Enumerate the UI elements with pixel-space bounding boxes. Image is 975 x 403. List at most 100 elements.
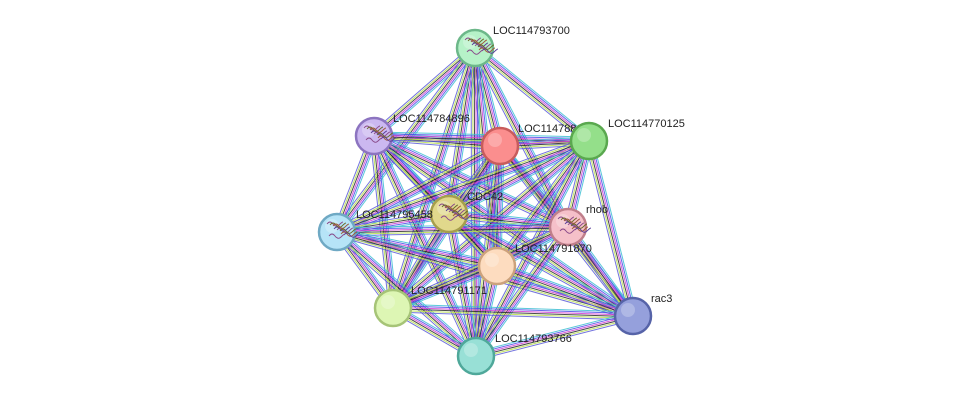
edge-evidence-line [499,143,593,269]
edge-evidence-line [337,142,590,235]
node-LOC114791171[interactable]: LOC114791171 [373,285,487,328]
edge-evidence-line [393,305,634,315]
protein-structure-icon [464,37,499,55]
edge-evidence-line [587,141,633,317]
edge-evidence-line [452,213,481,356]
edge-LOC114770125-rac3 [584,139,638,318]
node-circle[interactable] [455,28,495,68]
edge-evidence-line [388,46,472,307]
edge-evidence-line [334,142,499,229]
edge-evidence-line [476,46,571,227]
edge-LOC114791171-rac3 [392,303,634,321]
edge-evidence-line [497,141,591,267]
edge-evidence-line [448,215,568,230]
edge-evidence-line [372,45,474,135]
node-circle[interactable] [373,288,413,328]
edge-evidence-line [337,146,501,234]
node-highlight [577,128,591,142]
edge-evidence-line [447,214,476,357]
edge-evidence-line [476,45,591,140]
edge-evidence-line [449,209,569,224]
edge-evidence-line [449,212,569,227]
edge-evidence-line [392,309,633,319]
node-circle[interactable] [429,194,469,234]
edge-evidence-line [478,229,572,359]
node-highlight [485,253,499,267]
edge-evidence-line [371,44,473,134]
node-LOC114770125[interactable]: LOC114770125 [569,118,685,161]
protein-structure-icon [363,125,398,143]
edge-evidence-line [335,136,588,229]
edge-evidence-line [475,46,590,141]
edge-evidence-line [498,142,592,268]
edge-evidence-line [474,226,568,356]
edge-evidence-line [479,142,593,359]
edge-evidence-line [393,303,634,313]
edge-CDC42-rhob [448,209,569,232]
node-circle[interactable] [569,121,609,161]
node-LOC114795458[interactable]: LOC114795458 [317,209,433,252]
edge-LOC11479xx70-rac3 [495,261,635,321]
edge-evidence-line [334,46,474,231]
node-label: LOC114791870 [515,243,592,255]
node-label: LOC114795458 [356,209,433,221]
edge-evidence-line [374,131,590,138]
node-label: LOC114770125 [608,118,685,130]
node-circle[interactable] [613,296,653,336]
edge-evidence-line [497,263,635,315]
edge-evidence-line [392,311,633,321]
edge-evidence-line [392,140,589,308]
node-circle[interactable] [548,207,588,247]
edge-evidence-line [474,48,589,143]
edge-evidence-line [337,141,590,234]
edge-evidence-line [477,44,592,139]
node-LOC114793766[interactable]: LOC114793766 [456,333,572,376]
edge-evidence-line [373,136,633,318]
edge-evidence-line [338,229,478,355]
edge-evidence-line [337,230,569,237]
edge-evidence-line [472,50,587,145]
edge-evidence-line [496,266,633,318]
node-label: rac3 [651,293,672,305]
node-circle[interactable] [477,246,517,286]
node-rhob[interactable]: rhob [548,204,608,247]
node-LOC114793700[interactable]: LOC114793700 [455,25,570,68]
node-highlight [621,303,635,317]
node-CDC42[interactable]: CDC42 [429,191,503,234]
node-LOC114791870[interactable]: LOC114791870 [477,243,592,286]
edge-evidence-line [337,227,498,263]
edge-evidence-line [475,313,633,355]
node-circle[interactable] [456,336,496,376]
node-circle[interactable] [317,212,357,252]
edge-evidence-line [339,228,479,354]
node-rac3[interactable]: rac3 [613,293,672,336]
edge-evidence-line [449,212,634,316]
edge-evidence-line [374,133,590,140]
node-label: LOC114784896 [393,113,470,125]
edge-evidence-line [373,47,475,136]
node-circle[interactable] [480,126,520,166]
edge-evidence-line [390,137,587,306]
edge-evidence-line [495,267,633,319]
edge-evidence-line [584,141,630,318]
edge-evidence-line [374,134,634,316]
edge-evidence-line [337,231,477,356]
node-highlight [464,343,478,357]
node-circle[interactable] [354,116,394,156]
edge-evidence-line [473,49,588,144]
edge-evidence-line [470,48,473,357]
edge-evidence-line [589,140,635,316]
edge-LOC11478xxxx-LOC114795458 [334,142,503,236]
edge-evidence-line [338,149,503,236]
edge-LOC114793766-rac3 [474,311,635,361]
node-LOC114784896[interactable]: LOC114784896 [354,113,470,156]
edge-evidence-line [472,224,566,354]
edge-evidence-line [472,138,586,355]
edge-evidence-line [337,147,502,235]
edge-evidence-line [590,140,636,316]
edge-evidence-line [449,213,478,356]
edge-evidence-line [336,209,449,229]
edge-evidence-line [476,317,634,359]
